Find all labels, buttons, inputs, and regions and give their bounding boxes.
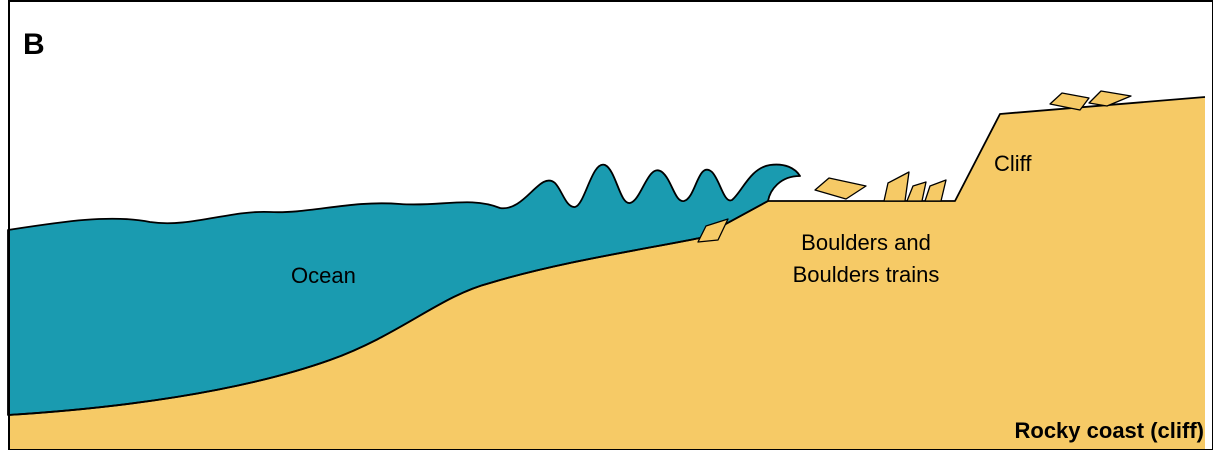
land-sand <box>8 97 1205 450</box>
boulders <box>697 90 1132 243</box>
land-surface-outline <box>7 96 1206 416</box>
boulder-platform-2 <box>883 171 910 202</box>
boulder-platform-4 <box>924 179 947 202</box>
diagram-title: Rocky coast (cliff) <box>1015 418 1205 443</box>
boulders-label-line2: Boulders trains <box>793 262 940 287</box>
boulder-submerged <box>697 218 729 243</box>
frame-border <box>8 0 1213 450</box>
boulder-cliff-top-1 <box>1049 92 1090 111</box>
boulder-cliff-top-2 <box>1088 90 1132 107</box>
boulder-platform-3 <box>906 181 927 202</box>
ocean-label: Ocean <box>291 263 356 288</box>
boulder-platform-1 <box>814 177 867 200</box>
cliff-label: Cliff <box>994 151 1032 176</box>
panel-letter: B <box>23 28 45 61</box>
boulders-label-line1: Boulders and <box>801 230 931 255</box>
